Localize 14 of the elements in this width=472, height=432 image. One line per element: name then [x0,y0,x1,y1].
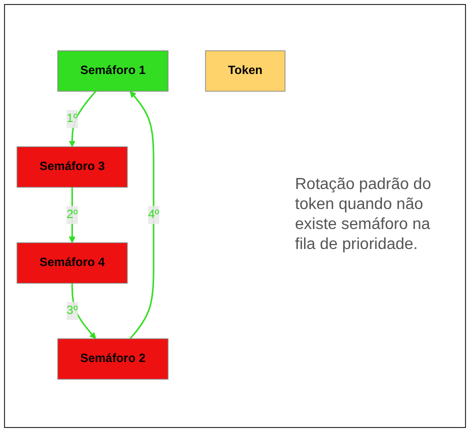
note-text: Rotação padrão do token quando não existe semáforo na fila de prioridade. [295,175,432,255]
node-box: Semáforo 4 [16,242,128,284]
node-box: Semáforo 2 [57,338,168,380]
node-box: Semáforo 1 [57,50,168,92]
arrow [68,187,76,244]
arrow [71,283,96,340]
edge-label: 4º [148,208,160,221]
edge-label: 3º [66,304,78,317]
edge-label: 1º [66,112,78,126]
node-box: Semáforo 3 [16,146,128,188]
arrow [68,90,96,148]
edge-label: 2º [66,208,78,221]
arrow [129,90,154,340]
node-box: Token [205,50,286,92]
